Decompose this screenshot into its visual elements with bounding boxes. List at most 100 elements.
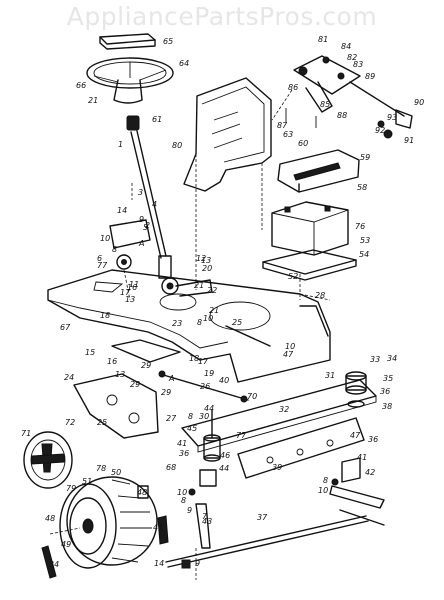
callout-25: 25 [97,418,107,427]
callout-31: 31 [325,371,335,380]
callout-23: 23 [172,319,182,328]
callout-29: 29 [161,388,171,397]
callout-2: 2 [145,221,150,230]
callout-15: 15 [85,348,95,357]
callout-79: 79 [66,484,76,493]
callout-63: 63 [283,130,293,139]
callout-83: 83 [353,60,363,69]
callout-66: 66 [76,81,86,90]
callout-20: 20 [202,264,212,273]
battery-tray [262,249,357,300]
callout-A: A [138,239,144,248]
callout-14: 14 [117,206,127,215]
callout-24: 24 [64,373,74,382]
callout-8: 8 [323,476,328,485]
callout-10: 10 [203,314,213,323]
callout-5: 5 [143,223,148,232]
callout-7: 7 [202,512,208,521]
callout-64: 64 [179,59,189,68]
callout-16: 16 [127,283,137,292]
front-tire [49,476,158,569]
callout-10: 10 [177,488,187,497]
callout-30: 30 [199,412,209,421]
callout-21: 21 [88,96,98,105]
callout-51: 51 [82,477,92,486]
callout-16: 16 [107,357,117,366]
callout-91: 91 [404,136,414,145]
callout-35: 35 [383,374,393,383]
callout-44: 44 [219,464,229,473]
callout-38: 38 [382,402,392,411]
callout-52: 52 [288,272,298,281]
callout-39: 39 [272,463,282,472]
callout-50: 50 [111,468,121,477]
callout-10: 10 [100,234,110,243]
callout-17: 17 [120,288,131,297]
callout-76: 76 [355,222,365,231]
callout-36: 36 [380,387,390,396]
callout-10: 10 [285,342,295,351]
callout-8: 8 [181,496,186,505]
callout-33: 33 [370,355,380,364]
callout-11: 11 [129,280,139,289]
callout-6: 6 [97,254,102,263]
callout-77: 77 [97,261,108,270]
callout-61: 61 [152,115,162,124]
callout-21: 21 [194,281,204,290]
axle-bracket [73,339,181,439]
callout-41: 41 [153,523,163,532]
tie-rod [165,515,369,580]
callout-54: 54 [359,250,369,259]
callout-43: 43 [202,517,212,526]
callout-41: 41 [357,453,367,462]
hubcap [23,431,73,489]
front-axle [181,379,377,479]
spindle-left [188,409,221,549]
callout-58: 58 [357,183,367,192]
battery [271,201,349,256]
battery-cover [277,149,360,193]
callout-47: 47 [350,431,361,440]
callout-84: 84 [341,42,351,51]
steering-wheel [86,57,174,104]
callout-36: 36 [368,435,378,444]
main-frame [47,269,331,383]
callout-9: 9 [139,215,144,224]
seat [183,77,272,290]
callout-34: 34 [49,560,59,569]
callout-29: 29 [130,380,140,389]
callout-21: 21 [209,306,219,315]
callout-A: A [168,374,174,383]
callout-48: 48 [137,488,147,497]
callout-80: 80 [172,141,182,150]
callout-27: 27 [166,414,177,423]
steering-cap [99,33,156,50]
callout-19: 19 [204,369,214,378]
callout-36: 36 [179,449,189,458]
drag-link [158,325,271,403]
callout-8: 8 [197,318,202,327]
callout-37: 37 [257,513,268,522]
callout-32: 32 [279,405,289,414]
callout-87: 87 [277,121,288,130]
callout-14: 14 [154,559,164,568]
callout-13: 13 [125,295,135,304]
callout-8: 8 [188,412,193,421]
callout-92: 92 [375,126,385,135]
callout-18: 18 [100,311,110,320]
callout-77: 77 [236,431,247,440]
callout-34: 34 [387,354,397,363]
callout-68: 68 [166,463,176,472]
callout-89: 89 [365,72,375,81]
callout-9: 9 [187,506,192,515]
callout-13: 13 [201,256,211,265]
callout-1: 1 [118,140,123,149]
callout-41: 41 [177,439,187,448]
callout-78: 78 [96,464,106,473]
callout-17: 17 [198,357,209,366]
callout-71: 71 [21,429,31,438]
callout-81: 81 [318,35,328,44]
callout-49: 49 [61,540,71,549]
